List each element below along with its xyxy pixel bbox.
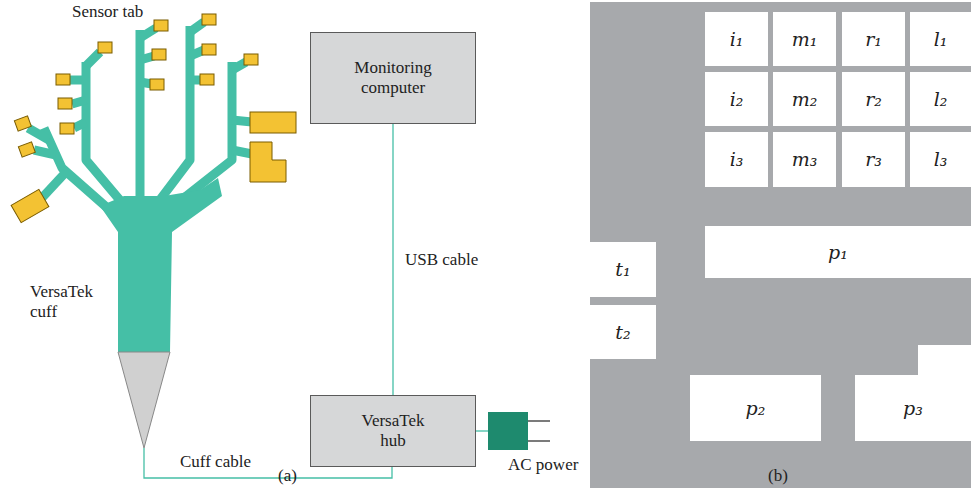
sensor-region: p₂	[690, 375, 821, 441]
node-text: i₃	[730, 148, 744, 171]
node-text: r₁	[865, 28, 882, 51]
cable-label: Cuff cable	[180, 452, 290, 472]
node-text: l₂	[934, 88, 948, 111]
sensor-region: m₃	[773, 132, 836, 187]
sensor-region: l₁	[910, 12, 971, 66]
node-text: m₁	[792, 28, 818, 51]
cuff-label: VersaTek cuff	[30, 282, 110, 323]
sensor-region: m₁	[773, 12, 836, 66]
node-text: l₃	[934, 148, 948, 171]
ac-plug	[476, 412, 550, 450]
versatek-cuff	[11, 14, 296, 448]
node-text: i₁	[730, 28, 744, 51]
callout-label: Sensor tab	[72, 2, 172, 22]
node-text: t₂	[615, 321, 630, 344]
panel-label: (b)	[768, 466, 808, 486]
sensor-region: p₃	[855, 375, 971, 441]
hub-box: VersaTek hub	[310, 395, 476, 467]
sensor-tabs	[11, 14, 296, 223]
cable-label: USB cable	[403, 250, 480, 270]
node-text: m₃	[792, 148, 818, 171]
sensor-region: p₁	[705, 226, 971, 278]
computer-box: Monitoring computer	[310, 32, 476, 124]
sensor-region: i₃	[705, 132, 768, 187]
node-text: r₂	[865, 88, 882, 111]
node-text: r₃	[865, 148, 882, 171]
sensor-region: l₂	[910, 72, 971, 126]
sensor-layout-ground	[590, 2, 971, 488]
panel-label: (a)	[278, 466, 318, 486]
sensor-region: m₂	[773, 72, 836, 126]
node-text: l₁	[934, 28, 948, 51]
node-text: Monitoring computer	[338, 58, 448, 99]
sensor-region: t₁	[590, 242, 656, 297]
node-text: VersaTek hub	[348, 411, 438, 452]
sensor-region: l₃	[910, 132, 971, 187]
node-text: t₁	[615, 258, 630, 281]
cuff-palm	[100, 178, 222, 352]
node-text: p₁	[828, 241, 848, 264]
node-text: m₂	[792, 88, 818, 111]
sensor-region: t₂	[590, 305, 656, 359]
sensor-region: r₃	[842, 132, 905, 187]
power-label: AC power	[508, 455, 608, 475]
sensor-region: i₁	[705, 12, 768, 66]
sensor-region: r₂	[842, 72, 905, 126]
sensor-region: r₁	[842, 12, 905, 66]
node-text: p₂	[746, 397, 766, 420]
cable-line	[392, 124, 393, 395]
node-text: i₂	[730, 88, 744, 111]
cuff-connector	[118, 352, 170, 448]
sensor-region: i₂	[705, 72, 768, 126]
node-text: p₃	[903, 397, 923, 420]
